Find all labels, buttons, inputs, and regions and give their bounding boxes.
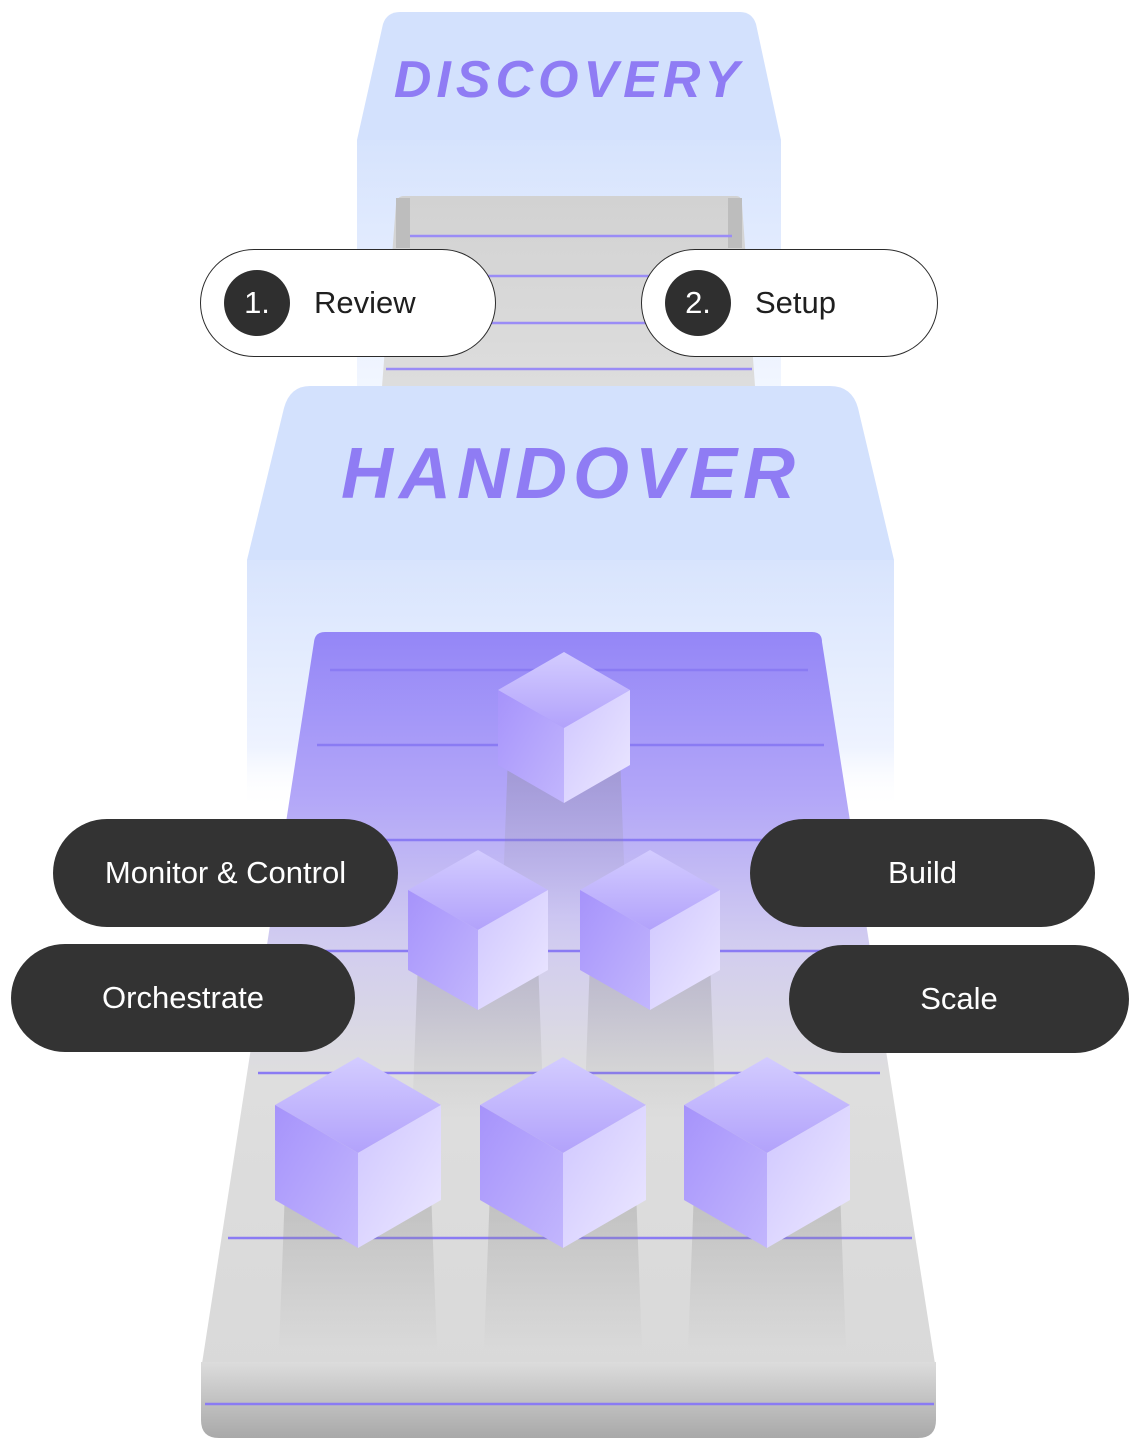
- scale-pill[interactable]: Scale: [789, 945, 1129, 1053]
- discovery-title: DISCOVERY: [394, 51, 744, 109]
- cube-right-face: [478, 890, 548, 1010]
- cube-right-face: [564, 690, 630, 803]
- step-number-1: 1.: [224, 270, 290, 336]
- cube-shadow: [412, 960, 544, 1120]
- cube-right-face: [650, 890, 720, 1010]
- cube-icon: [408, 850, 548, 1120]
- monitor-control-pill[interactable]: Monitor & Control: [53, 819, 398, 927]
- cube-shadow: [279, 1190, 437, 1350]
- handover-header-panel: [247, 386, 894, 560]
- cube-right-face: [358, 1105, 441, 1248]
- cube-icon: [275, 1057, 441, 1350]
- cube-icon: [480, 1057, 646, 1350]
- cube-shadow: [688, 1190, 846, 1350]
- cube-shadow: [484, 1190, 642, 1350]
- discovery-belt: [381, 196, 756, 400]
- cube-left-face: [580, 890, 650, 1010]
- discovery-belt-side-right: [728, 198, 742, 248]
- step-setup-pill[interactable]: 2. Setup: [641, 249, 938, 357]
- discovery-header-panel: [357, 12, 781, 140]
- step-number-2: 2.: [665, 270, 731, 336]
- cube-right-face: [767, 1105, 850, 1248]
- build-pill[interactable]: Build: [750, 819, 1095, 927]
- cube-left-face: [498, 690, 564, 803]
- discovery-belt-side-left: [396, 198, 410, 248]
- cube-left-face: [480, 1105, 563, 1248]
- cube-left-face: [275, 1105, 358, 1248]
- cube-right-face: [563, 1105, 646, 1248]
- handover-belt-lip: [201, 1362, 936, 1438]
- step-label-setup: Setup: [755, 285, 837, 320]
- cube-icon: [580, 850, 720, 1120]
- cube-shadow: [502, 755, 626, 915]
- cube-icon: [498, 652, 630, 915]
- build-label: Build: [888, 855, 957, 890]
- cube-group: [275, 652, 850, 1350]
- cube-left-face: [408, 890, 478, 1010]
- cube-icon: [684, 1057, 850, 1350]
- orchestrate-label: Orchestrate: [102, 980, 264, 1015]
- cube-left-face: [684, 1105, 767, 1248]
- monitor-control-label: Monitor & Control: [104, 855, 347, 890]
- scale-label: Scale: [920, 981, 998, 1016]
- step-review-pill[interactable]: 1. Review: [200, 249, 496, 357]
- cube-shadow: [584, 960, 716, 1120]
- orchestrate-pill[interactable]: Orchestrate: [11, 944, 355, 1052]
- handover-title: HANDOVER: [341, 434, 801, 514]
- step-label-review: Review: [314, 285, 416, 320]
